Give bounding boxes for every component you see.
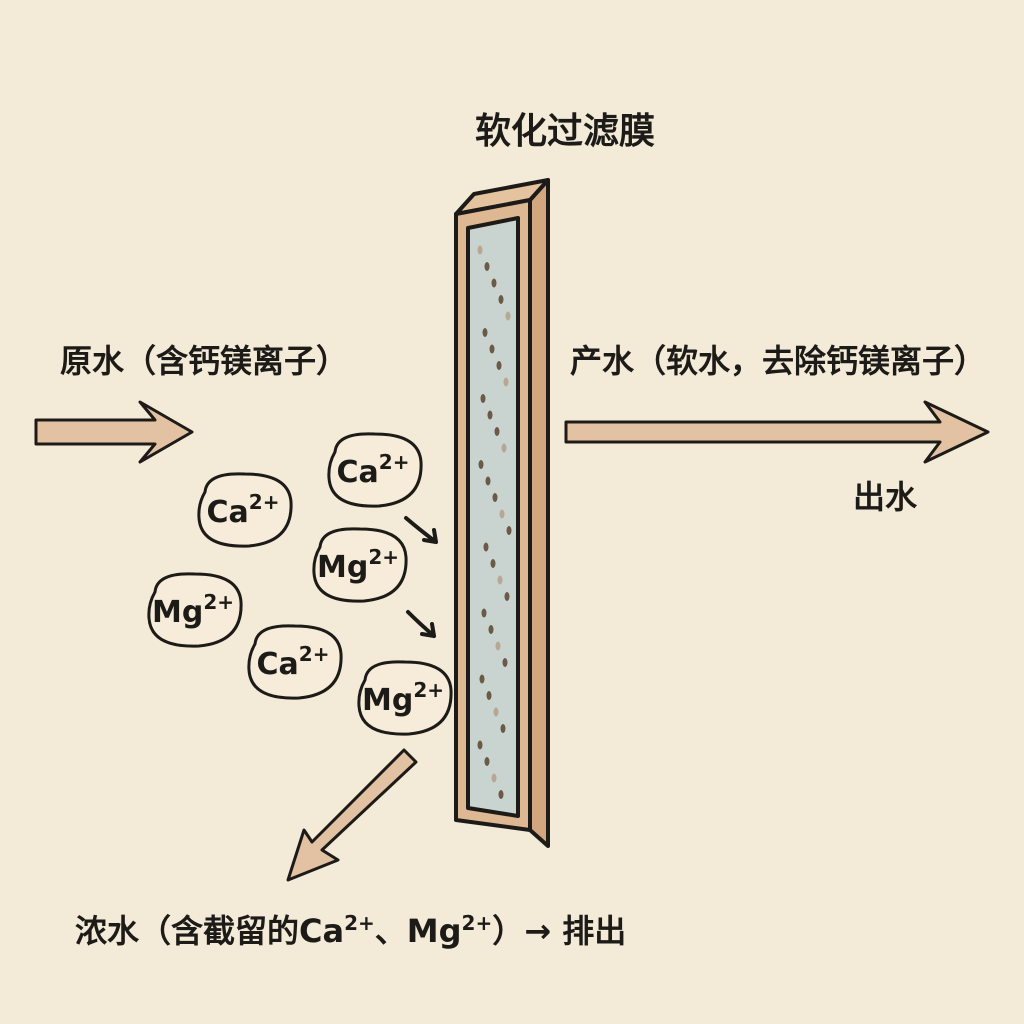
- ion-ca: Ca2+: [247, 624, 343, 700]
- ion-bubble: [327, 432, 423, 508]
- pore: [484, 757, 490, 766]
- pore: [495, 641, 501, 651]
- pore: [498, 790, 504, 799]
- pore: [490, 559, 496, 568]
- ion-mg: Mg2+: [357, 660, 453, 736]
- ion-mg: Mg2+: [147, 572, 243, 648]
- ion-ca: Ca2+: [327, 432, 423, 508]
- concentrate-arrow: [286, 748, 418, 882]
- diagram-title: 软化过滤膜: [475, 111, 655, 152]
- pore: [482, 328, 488, 337]
- raw-water-arrow: [34, 400, 194, 464]
- pore: [477, 245, 483, 255]
- pore: [498, 295, 504, 304]
- pore: [502, 658, 508, 667]
- pore: [492, 493, 498, 502]
- raw-water-label: 原水（含钙镁离子）: [60, 342, 348, 380]
- pore: [494, 427, 500, 436]
- pore: [489, 344, 495, 354]
- ion-ca: Ca2+: [197, 472, 293, 548]
- pore: [488, 625, 494, 634]
- pore: [499, 509, 505, 519]
- pore: [497, 575, 503, 585]
- ion-label: Ca2+: [207, 490, 280, 530]
- ion-bubble: [357, 660, 453, 736]
- pore: [504, 592, 510, 601]
- membrane-pores: [477, 245, 512, 799]
- pore: [496, 361, 502, 370]
- concentrate-label: 浓水（含截留的Ca2+、Mg2+）→ 排出: [75, 911, 626, 950]
- push-arrow-icon: [404, 516, 438, 638]
- ion-label: Ca2+: [257, 642, 330, 682]
- pore: [486, 691, 492, 700]
- ion-bubble: [312, 527, 408, 603]
- ion-label: Ca2+: [337, 450, 410, 490]
- ion-bubble: [147, 572, 243, 648]
- pore: [505, 311, 511, 321]
- pore: [501, 443, 507, 453]
- pore: [487, 410, 493, 420]
- pore: [500, 724, 506, 733]
- product-water-arrow: [564, 400, 990, 464]
- pore: [478, 460, 484, 469]
- pore: [479, 674, 485, 684]
- ions: Ca2+ Ca2+ Mg2+ Mg2+ Ca2+ Mg2+: [147, 432, 453, 736]
- pore: [481, 608, 487, 618]
- ion-label: Mg2+: [362, 678, 444, 718]
- pore: [493, 707, 499, 717]
- outlet-label: 出水: [853, 478, 918, 516]
- pore: [503, 377, 509, 387]
- ion-mg: Mg2+: [312, 527, 408, 603]
- ion-bubble: [247, 624, 343, 700]
- ion-bubble: [197, 472, 293, 548]
- ion-label: Mg2+: [317, 545, 399, 585]
- pore: [477, 740, 483, 750]
- membrane: [454, 178, 550, 848]
- pore: [491, 773, 497, 783]
- pore: [485, 476, 491, 486]
- pore: [484, 262, 490, 271]
- pore: [480, 394, 486, 403]
- pore: [491, 278, 497, 288]
- pore: [506, 526, 512, 535]
- pore: [483, 542, 489, 552]
- ion-label: Mg2+: [152, 590, 234, 630]
- product-water-label: 产水（软水，去除钙镁离子）: [570, 342, 986, 380]
